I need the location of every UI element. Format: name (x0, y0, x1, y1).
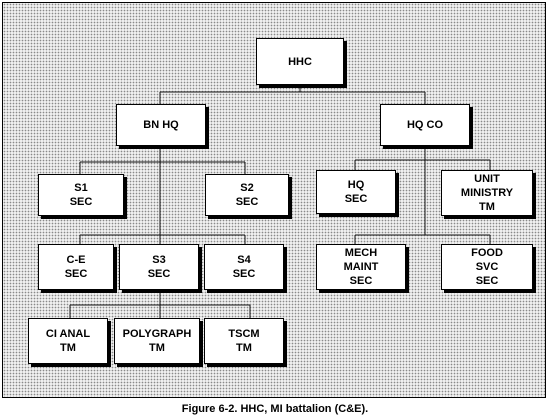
node-ce-sec: C-E SEC (38, 244, 114, 290)
node-hq-co: HQ CO (380, 104, 470, 146)
node-food-svc-sec: FOOD SVC SEC (441, 244, 533, 290)
figure-caption: Figure 6-2. HHC, MI battalion (C&E). (181, 403, 369, 415)
node-s4-sec: S4 SEC (204, 244, 284, 290)
node-tscm-tm: TSCM TM (204, 318, 284, 364)
node-s2-sec: S2 SEC (205, 174, 289, 216)
node-s3-sec: S3 SEC (119, 244, 199, 290)
node-unit-ministry-tm: UNIT MINISTRY TM (441, 170, 533, 216)
node-s1-sec: S1 SEC (38, 174, 124, 216)
node-hhc: HHC (256, 38, 344, 85)
node-hq-sec: HQ SEC (316, 170, 396, 214)
node-bn-hq: BN HQ (116, 104, 206, 146)
node-mech-maint-sec: MECH MAINT SEC (316, 244, 406, 290)
node-ci-anal-tm: CI ANAL TM (28, 318, 108, 364)
node-polygraph-tm: POLYGRAPH TM (114, 318, 200, 364)
